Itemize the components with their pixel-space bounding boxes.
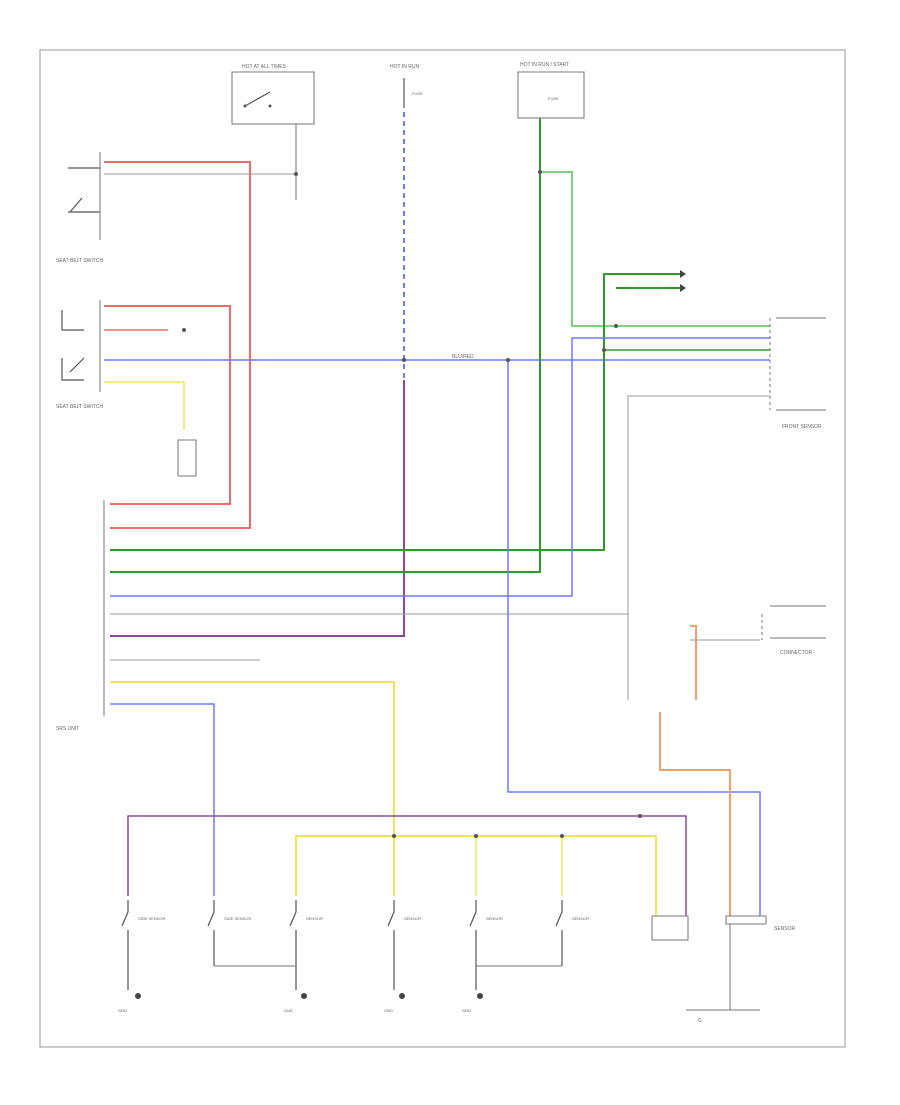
gnd-label-4: GND (462, 1008, 471, 1013)
left-switch-2-label: SEAT BELT SWITCH (56, 404, 104, 410)
bottom-right-sensor: SENSOR G (651, 915, 796, 1024)
left-switch-1-label: SEAT BELT SWITCH (56, 258, 104, 264)
top-label-a: HOT AT ALL TIMES (242, 64, 287, 70)
bottom-sensor-6: SENSOR (476, 900, 589, 967)
bottom-sensor-2: SIDE SENSOR (207, 900, 251, 966)
bottom-sensor-4-label: SENSOR (404, 916, 421, 921)
bottom-right-ground-label: G (698, 1018, 702, 1024)
wire-blue-4 (110, 703, 215, 896)
wire-purple-1 (110, 380, 405, 637)
top-label-c: HOT IN RUN / START (520, 62, 569, 68)
supply-block-center: HOT IN RUN FUSE (390, 64, 423, 108)
bottom-sensor-2-label: SIDE SENSOR (224, 916, 251, 921)
wire-gray-2 (110, 395, 770, 615)
wire-red-1 (104, 161, 251, 529)
center-wire-label: BLU/RED (452, 354, 474, 360)
bottom-sensor-1-label: SIDE SENSOR (138, 916, 165, 921)
wire-green-2 (110, 273, 680, 551)
bottom-sensor-4: SENSOR GND (384, 900, 421, 1013)
bottom-sensor-3: SENSOR GND (214, 900, 323, 1013)
left-switch-block-2: SEAT BELT SWITCH (56, 300, 104, 410)
wire-blue-3 (507, 360, 761, 916)
wire-blue-2 (110, 337, 770, 597)
ground-icon (301, 993, 307, 999)
wire-gray-4 (627, 614, 760, 700)
lower-right-label-a: CONNECTOR (780, 650, 813, 656)
top-label-b: HOT IN RUN (390, 64, 419, 70)
wire-orange-1 (659, 625, 731, 916)
lower-right-connector: CONNECTOR (761, 605, 826, 656)
ground-icon (477, 993, 483, 999)
wire-yellow-4 (475, 836, 563, 896)
right-module: FRONT SENSOR (680, 270, 826, 430)
wire-red-2 (104, 305, 231, 505)
supply-block-right: HOT IN RUN / START FUSE (517, 62, 585, 119)
diagram-frame (39, 49, 846, 1048)
bottom-sensor-1: SIDE SENSOR GND (118, 900, 165, 1013)
gnd-label-3: GND (384, 1008, 393, 1013)
relay-block (177, 439, 197, 477)
bottom-sensor-6-label: SENSOR (572, 916, 589, 921)
srs-unit-label: SRS UNIT (56, 726, 79, 732)
bottom-sensor-5-label: SENSOR (486, 916, 503, 921)
bottom-sensor-3-label: SENSOR (306, 916, 323, 921)
junctions (182, 170, 642, 838)
lower-right-label-b: SENSOR (774, 926, 796, 932)
ground-icon (399, 993, 405, 999)
left-switch-block-1: SEAT BELT SWITCH (56, 152, 104, 264)
srs-unit-rail: SRS UNIT (56, 500, 105, 732)
gnd-label-1: GND (118, 1008, 127, 1013)
wire-yellow-1 (104, 381, 185, 430)
supply-block-left: HOT AT ALL TIMES (231, 64, 315, 200)
fuse-label-a: FUSE (412, 91, 423, 96)
wire-yellow-2 (110, 681, 395, 896)
wire-lightgreen-1 (540, 171, 770, 327)
right-module-label: FRONT SENSOR (782, 424, 822, 430)
fuse-label-b: FUSE (548, 96, 559, 101)
gnd-label-2: GND (284, 1008, 293, 1013)
ground-icon (135, 993, 141, 999)
wire-purple-2 (127, 815, 687, 916)
bottom-sensor-5: SENSOR GND (462, 900, 503, 1013)
wire-green-1 (110, 118, 541, 573)
